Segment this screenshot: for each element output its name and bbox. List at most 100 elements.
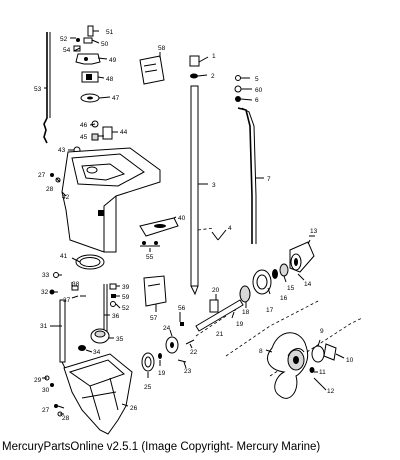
callout-28-lower: 28	[62, 415, 70, 422]
callout-10: 10	[346, 357, 354, 364]
part-15-bearing[interactable]	[279, 263, 289, 277]
part-51-pin[interactable]	[87, 25, 94, 37]
callout-27-upper: 27	[38, 172, 46, 179]
callout-32: 32	[41, 289, 49, 296]
callout-28-upper: 28	[46, 186, 54, 193]
callout-34: 34	[93, 349, 101, 356]
copyright-footer: MercuryPartsOnline v2.5.1 (Image Copyrig…	[2, 441, 321, 453]
callout-55: 55	[146, 254, 154, 261]
callout-2: 2	[211, 73, 215, 80]
part-10-nut[interactable]	[323, 343, 337, 361]
callout-41: 41	[60, 253, 68, 260]
part-36-rod[interactable]	[103, 284, 108, 336]
exploded-parts-diagram: 1 2 3 4 5 60 6 7 8 9 10 11 12 13 14 15 1…	[34, 25, 363, 435]
callout-42: 42	[62, 194, 70, 201]
part-8-propeller[interactable]	[267, 332, 309, 399]
callout-4: 4	[228, 225, 232, 232]
part-50-52-54-small-parts[interactable]	[73, 37, 93, 52]
callout-45: 45	[80, 134, 88, 141]
callout-16: 16	[280, 295, 288, 302]
callout-22: 22	[190, 349, 198, 356]
part-4-pin[interactable]	[211, 231, 219, 241]
part-11-washer[interactable]	[309, 367, 315, 373]
part-3-driveshaft[interactable]	[190, 85, 199, 296]
callout-37: 37	[63, 297, 71, 304]
callout-13: 13	[310, 228, 318, 235]
callout-46: 46	[80, 122, 88, 129]
part-34-bearing[interactable]	[78, 345, 86, 351]
part-12-cotter-pin[interactable]	[313, 377, 323, 387]
callout-19l: 19	[158, 370, 166, 377]
part-25-bearing[interactable]	[141, 352, 155, 372]
callout-36: 36	[112, 313, 120, 320]
part-9-thrust-hub[interactable]	[311, 345, 325, 363]
part-56-pin[interactable]	[180, 322, 184, 326]
part-33-32-pins[interactable]	[49, 272, 59, 295]
part-47-washer[interactable]	[80, 93, 100, 103]
part-1-cap[interactable]	[189, 55, 200, 67]
callout-53: 53	[34, 86, 42, 93]
callout-50: 50	[101, 41, 109, 48]
callout-14: 14	[304, 281, 312, 288]
part-31-shift-shaft[interactable]	[59, 299, 67, 371]
callout-33: 33	[42, 272, 50, 279]
callout-58: 58	[158, 45, 166, 52]
part-19-washer-left[interactable]	[158, 353, 162, 359]
callout-27-lower: 27	[42, 407, 50, 414]
callout-43: 43	[58, 147, 66, 154]
callout-31: 31	[40, 323, 48, 330]
part-17-gear[interactable]	[252, 269, 272, 295]
callout-12: 12	[327, 388, 335, 395]
part-23-shim[interactable]	[177, 359, 187, 363]
part-46-45-bushings[interactable]	[91, 120, 113, 141]
part-5-60-6-seals[interactable]	[234, 75, 242, 103]
callout-29: 29	[34, 377, 42, 384]
callout-3: 3	[212, 182, 216, 189]
part-48-bracket[interactable]	[81, 71, 99, 83]
callout-39: 39	[122, 284, 130, 291]
callout-26: 26	[130, 405, 138, 412]
part-21-propshaft[interactable]	[195, 299, 244, 332]
part-7-shift-rod[interactable]	[237, 107, 257, 244]
callout-15: 15	[287, 285, 295, 292]
callout-38: 38	[72, 281, 80, 288]
callout-25: 25	[144, 384, 152, 391]
part-20-clutch[interactable]	[209, 299, 219, 313]
callout-18: 18	[242, 309, 250, 316]
callout-52-upper: 52	[60, 36, 68, 43]
part-39-59-52-seals[interactable]	[109, 283, 117, 307]
callout-labels: 1 2 3 4 5 60 6 7 8 9 10 11 12 13 14 15 1…	[34, 29, 354, 422]
callout-17: 17	[266, 307, 274, 314]
callout-52-lower: 52	[122, 305, 130, 312]
part-42-driveshaft-housing[interactable]	[61, 147, 161, 253]
part-16-o-ring[interactable]	[272, 269, 278, 279]
callout-51: 51	[106, 29, 114, 36]
callout-5: 5	[255, 76, 259, 83]
callout-57: 57	[150, 315, 158, 322]
callout-23: 23	[184, 368, 192, 375]
part-14-bearing-carrier[interactable]	[289, 241, 315, 273]
callout-54: 54	[63, 47, 71, 54]
part-24-gear[interactable]	[165, 336, 179, 354]
callout-44: 44	[120, 129, 128, 136]
callout-60: 60	[255, 87, 263, 94]
part-53-shift-rod[interactable]	[43, 32, 51, 144]
leader-lines	[42, 30, 345, 415]
part-55-screws[interactable]	[140, 241, 160, 247]
part-57-kit-box[interactable]	[143, 275, 167, 307]
part-49-bracket[interactable]	[75, 53, 101, 65]
part-58-kit-box[interactable]	[139, 55, 165, 85]
callout-1: 1	[212, 53, 216, 60]
callout-59: 59	[122, 294, 130, 301]
callout-35: 35	[116, 336, 124, 343]
part-22-spring[interactable]	[185, 339, 195, 345]
part-18-gear[interactable]	[239, 285, 251, 303]
part-40-water-plate[interactable]	[139, 217, 179, 237]
part-2-washer[interactable]	[190, 73, 198, 79]
callout-30: 30	[42, 387, 50, 394]
part-41-gasket[interactable]	[75, 254, 105, 270]
part-37-38-screws[interactable]	[71, 285, 86, 297]
part-35-water-pump[interactable]	[90, 328, 110, 344]
part-26-gear-housing[interactable]	[63, 353, 133, 435]
callout-11: 11	[319, 369, 326, 376]
